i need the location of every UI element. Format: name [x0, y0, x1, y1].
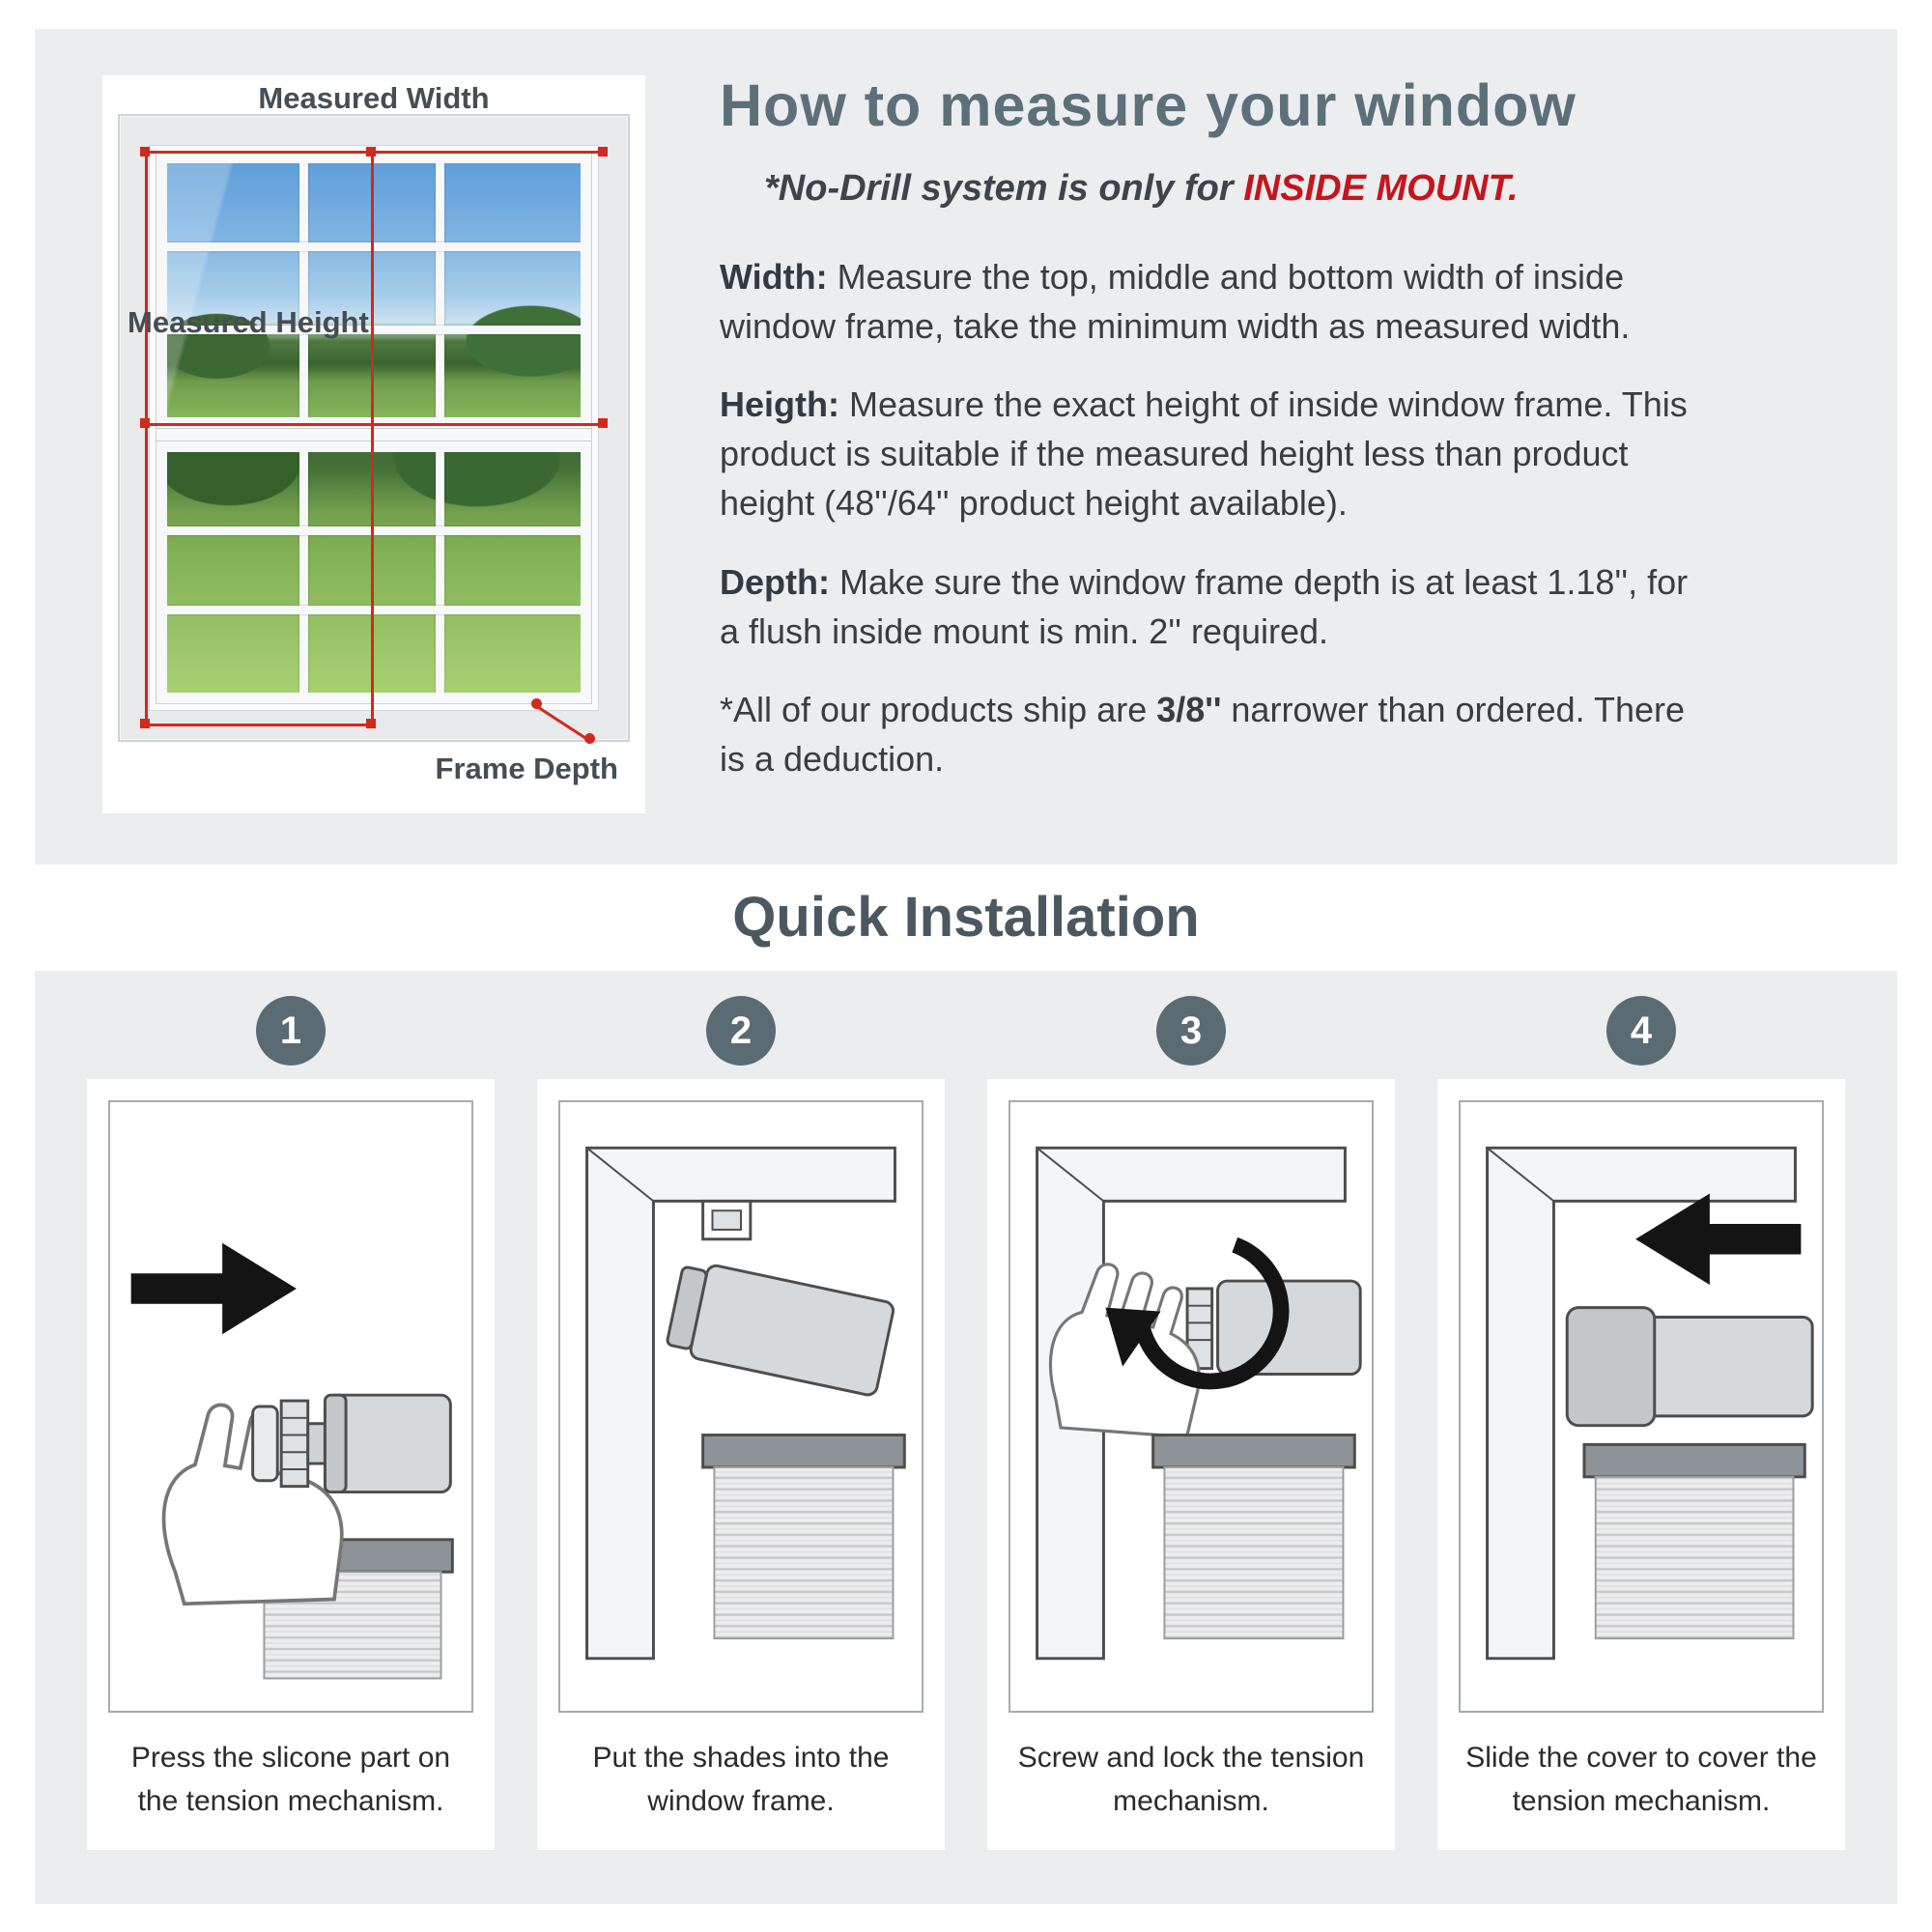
- deduction-note-pre: *All of our products ship are: [720, 689, 1157, 729]
- frame-depth-dot: [531, 698, 542, 709]
- measure-endpoint: [140, 147, 150, 156]
- muntin-bar: [167, 326, 581, 335]
- step-3-illustration: [1009, 1100, 1374, 1713]
- tension-wheel: [279, 1399, 310, 1489]
- muntin-bar: [167, 606, 581, 615]
- width-text: Measure the top, middle and bottom width…: [720, 257, 1631, 347]
- inside-mount-note-prefix: *No-Drill system is only for: [764, 168, 1244, 209]
- bottom-measure-line: [145, 724, 374, 726]
- window-illustration: [118, 114, 630, 742]
- push-left-arrow-icon: [1635, 1193, 1802, 1286]
- height-instruction: Heigth: Measure the exact height of insi…: [720, 380, 1705, 527]
- lawn-view: [167, 452, 581, 693]
- depth-instruction: Depth: Make sure the window frame depth …: [720, 557, 1705, 656]
- meeting-rail: [156, 429, 591, 440]
- rotate-arrow-icon: [1133, 1236, 1290, 1390]
- window-bottom-sash: [156, 441, 591, 703]
- height-measure-line-left: [145, 151, 148, 726]
- muntin-bar: [298, 452, 308, 693]
- roller-shade: [666, 1264, 895, 1397]
- roller-shade: [1216, 1279, 1362, 1377]
- step-card: Press the slicone part on the tension me…: [87, 1079, 495, 1850]
- window-frame-corner: [585, 1146, 896, 1661]
- height-lead: Heigth:: [720, 384, 839, 425]
- frame-depth-label: Frame Depth: [435, 752, 618, 785]
- step-number-badge: 4: [1606, 996, 1676, 1065]
- step-2-illustration: [558, 1100, 923, 1713]
- installation-step-3: 3: [987, 996, 1395, 1850]
- deduction-note-bold: 3/8'': [1156, 689, 1222, 729]
- installation-steps: 1: [87, 996, 1845, 1850]
- muntin-bar: [436, 163, 445, 417]
- installation-section-panel: 1: [35, 971, 1897, 1904]
- sky-view: [167, 163, 581, 417]
- screw-lock-icon: [1036, 1146, 1362, 1661]
- installation-step-1: 1: [87, 996, 495, 1850]
- step-card: Slide the cover to cover the tension mec…: [1437, 1079, 1845, 1850]
- push-right-arrow-icon: [130, 1242, 297, 1335]
- muntin-bar: [167, 526, 581, 536]
- frame-depth-dot: [584, 733, 595, 744]
- measure-instructions: How to measure your window *No-Drill sys…: [720, 71, 1864, 812]
- depth-text: Make sure the window frame depth is at l…: [720, 561, 1689, 651]
- measured-height-label: Measured Height: [128, 305, 369, 339]
- muntin-bar: [298, 163, 308, 417]
- quick-installation-title: Quick Installation: [732, 886, 1200, 949]
- measured-width-label: Measured Width: [258, 81, 490, 115]
- measure-endpoint: [598, 147, 608, 156]
- deduction-note: *All of our products ship are 3/8'' narr…: [720, 685, 1705, 783]
- step-caption: Slide the cover to cover the tension mec…: [1465, 1742, 1817, 1817]
- inside-mount-note: *No-Drill system is only for INSIDE MOUN…: [720, 168, 1864, 210]
- slide-cover-icon: [1486, 1146, 1814, 1661]
- window-measurement-diagram: Measured Width: [102, 75, 645, 813]
- deduction-note-post: narrower than ordered. There is a deduct…: [720, 689, 1686, 779]
- measure-endpoint: [366, 719, 376, 728]
- step-card: Screw and lock the tension mechanism.: [987, 1079, 1395, 1850]
- press-silicone-icon: [130, 1242, 454, 1680]
- silicone-part: [251, 1405, 279, 1483]
- step-number-badge: 3: [1156, 996, 1226, 1065]
- page-title: How to measure your window: [720, 72, 1577, 138]
- window-top-sash: [156, 153, 591, 428]
- insert-shade-icon: [585, 1146, 906, 1661]
- measure-endpoint: [366, 147, 376, 156]
- measure-endpoint: [140, 719, 150, 728]
- measure-endpoint: [140, 418, 150, 428]
- step-number-badge: 1: [256, 996, 326, 1065]
- step-card: Put the shades into the window frame.: [537, 1079, 945, 1850]
- measure-endpoint: [598, 418, 608, 428]
- width-instruction: Width: Measure the top, middle and botto…: [720, 252, 1705, 351]
- muntin-bar: [436, 452, 445, 693]
- step-caption: Screw and lock the tension mechanism.: [1017, 1742, 1365, 1817]
- window-frame-corner: [1486, 1146, 1797, 1661]
- step-caption: Press the slicone part on the tension me…: [130, 1742, 451, 1817]
- height-text: Measure the exact height of inside windo…: [720, 384, 1688, 524]
- step-1-illustration: [108, 1100, 473, 1713]
- installation-step-4: 4: [1437, 996, 1845, 1850]
- height-measure-line-center: [371, 151, 374, 726]
- measure-section-panel: Measured Width: [35, 29, 1897, 865]
- tension-cover: [1565, 1306, 1657, 1428]
- width-lead: Width:: [720, 257, 828, 297]
- roller-shade: [1645, 1316, 1814, 1418]
- window-inner-frame: [149, 145, 599, 711]
- step-number-badge: 2: [706, 996, 776, 1065]
- step-4-illustration: [1459, 1100, 1824, 1713]
- installation-step-2: 2: [537, 996, 945, 1850]
- inside-mount-highlight: INSIDE MOUNT.: [1243, 168, 1519, 209]
- middle-width-line: [145, 423, 603, 426]
- muntin-bar: [167, 242, 581, 251]
- depth-lead: Depth:: [720, 561, 830, 602]
- step-caption: Put the shades into the window frame.: [592, 1742, 890, 1817]
